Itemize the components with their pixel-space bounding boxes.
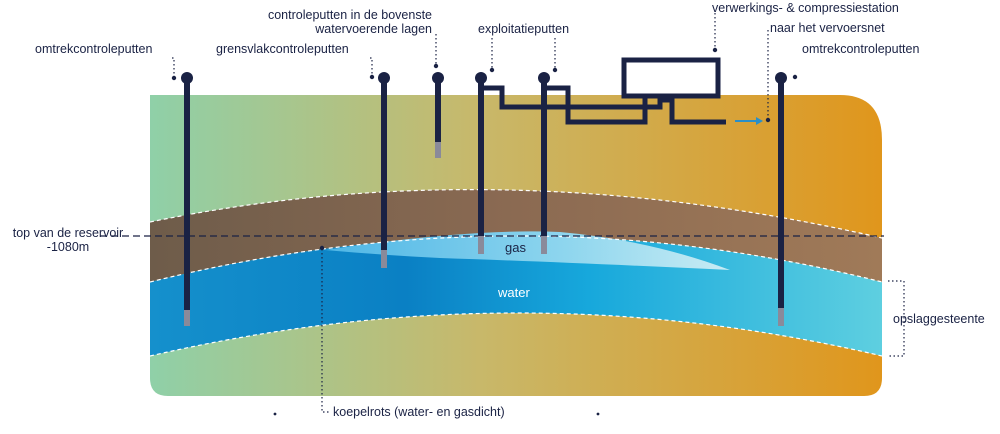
label-exploitatie: exploitatieputten bbox=[478, 22, 570, 36]
label-verwerkings: verwerkings- & compressiestation bbox=[712, 1, 899, 15]
well-grensvlak bbox=[378, 72, 390, 268]
label-controle-line1: controleputten in de bovenste bbox=[267, 8, 432, 22]
label-gas: gas bbox=[505, 240, 526, 255]
label-omtrek-right: omtrekcontroleputten bbox=[802, 42, 920, 56]
label-omtrek-left: omtrekcontroleputten bbox=[35, 42, 153, 56]
well-omtrek-right bbox=[775, 72, 787, 326]
well-controle-bovenste bbox=[432, 72, 444, 158]
label-top-reservoir-line1: top van de reservoir bbox=[12, 226, 124, 240]
pipeline-network bbox=[484, 85, 726, 125]
label-grensvlak: grensvlakcontroleputten bbox=[216, 42, 349, 56]
dotted-leader-line bbox=[172, 13, 905, 413]
label-top-reservoir: top van de reservoir -1080m bbox=[2, 226, 134, 254]
label-vervoersnet: naar het vervoersnet bbox=[770, 21, 885, 35]
label-opslaggesteente: opslaggesteente bbox=[893, 312, 985, 326]
label-koepelrots: koepelrots (water- en gasdicht) bbox=[333, 405, 505, 419]
well-exploitatie-2 bbox=[538, 72, 550, 254]
ground-block bbox=[150, 95, 882, 396]
boundary-line-reservoir-bottom bbox=[150, 312, 882, 357]
label-top-reservoir-line2: -1080m bbox=[46, 240, 90, 254]
gas-cap bbox=[325, 231, 730, 270]
label-controle-line2: watervoerende lagen bbox=[315, 22, 432, 36]
boundary-line-top bbox=[150, 189, 882, 239]
well-omtrek-left bbox=[181, 72, 193, 326]
arrow-right-icon bbox=[735, 117, 763, 125]
label-controle-bovenste: controleputten in de bovenste watervoere… bbox=[244, 8, 432, 36]
processing-station bbox=[621, 57, 721, 99]
well-exploitatie-1 bbox=[475, 72, 487, 254]
leader-dots bbox=[171, 47, 798, 416]
label-water: water bbox=[498, 285, 530, 300]
